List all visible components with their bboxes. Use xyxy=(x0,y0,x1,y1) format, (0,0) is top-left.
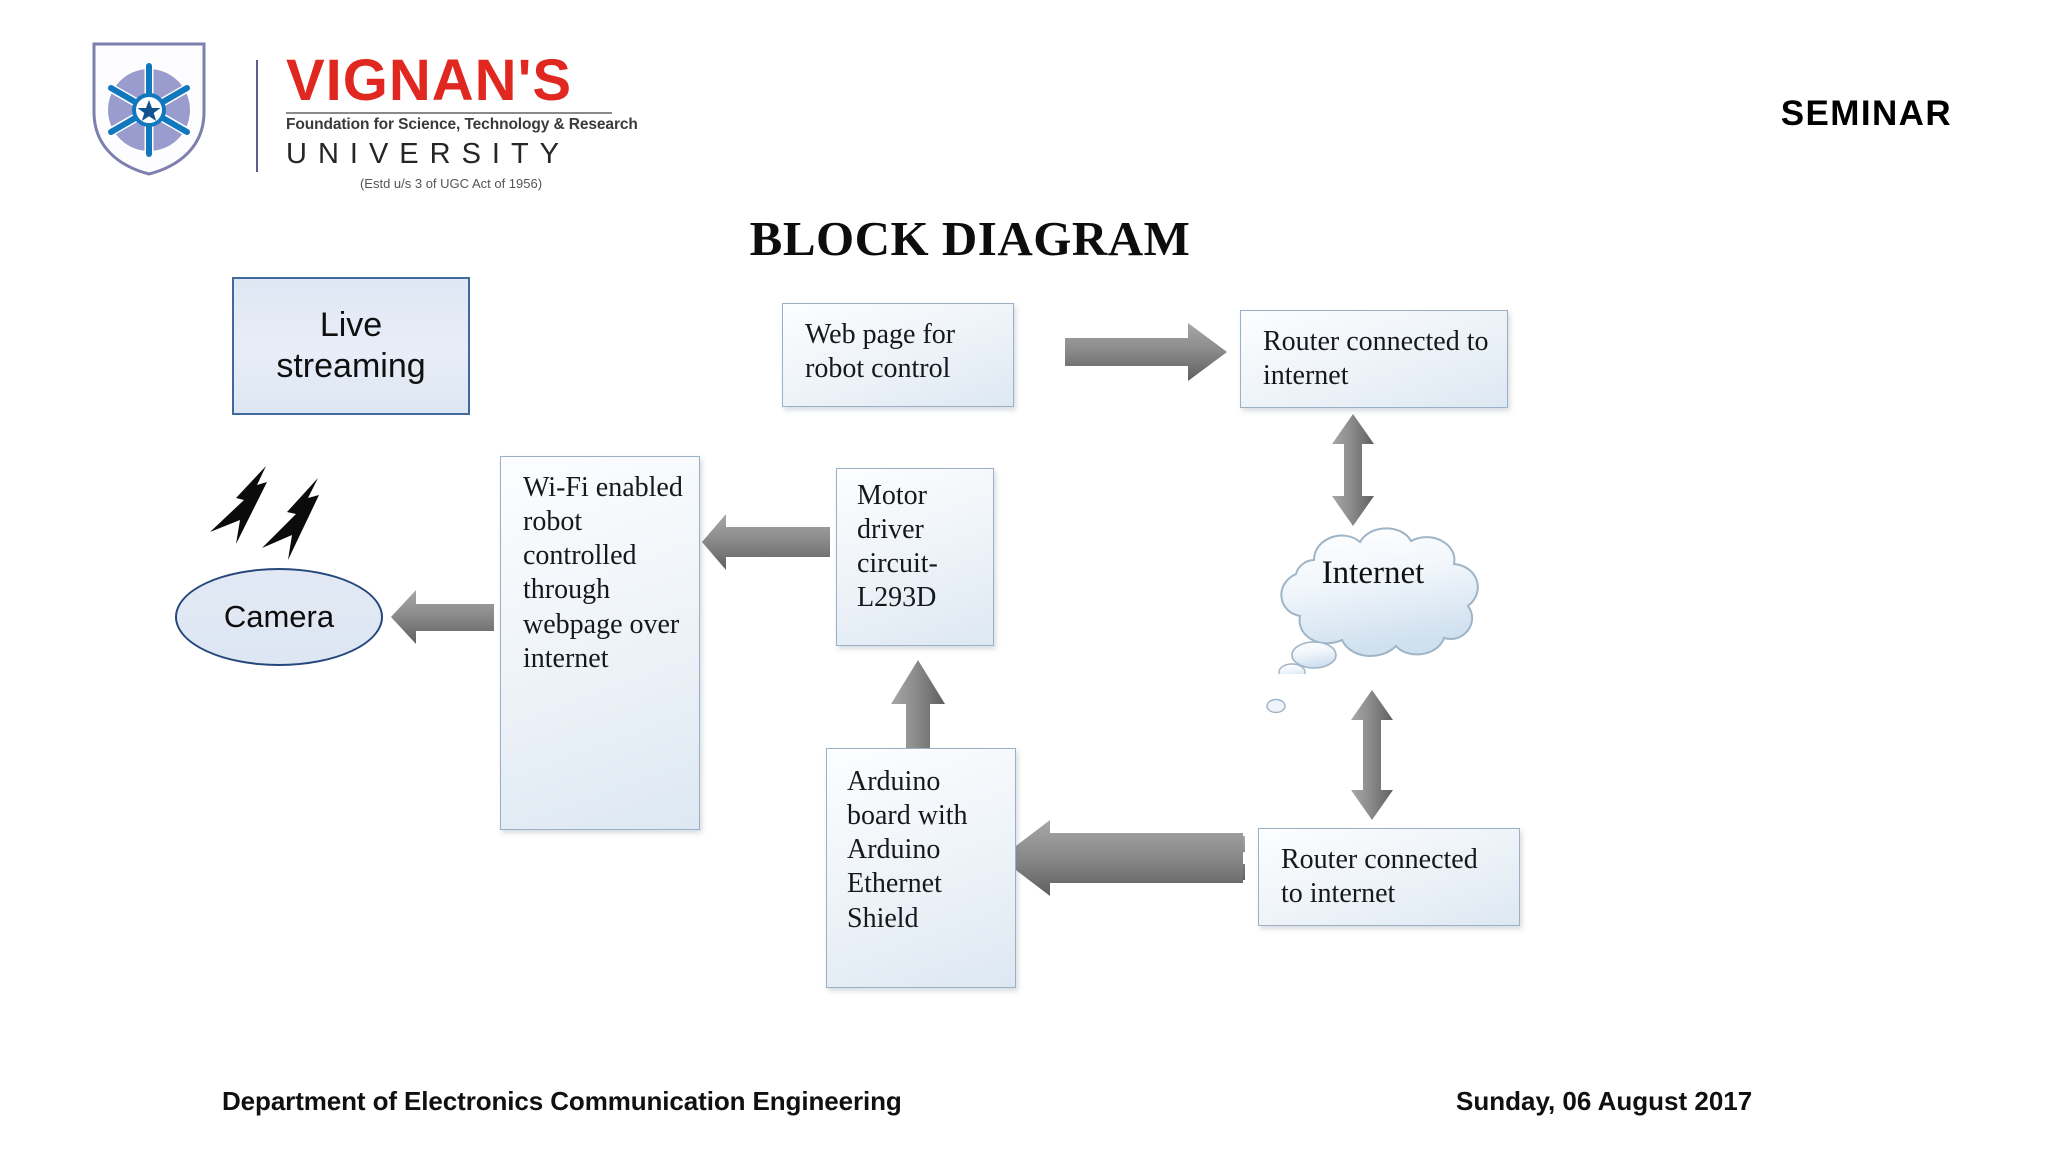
arrow-internet-to-router-bottom xyxy=(1351,690,1393,820)
page-title: BLOCK DIAGRAM xyxy=(749,211,1191,266)
wireless-signal-bolts-icon xyxy=(210,466,319,560)
block-router-bottom[interactable]: Router connected to internet xyxy=(1258,828,1520,926)
logo-tagline: Foundation for Science, Technology & Res… xyxy=(286,116,638,133)
block-live-streaming-label: Live streaming xyxy=(276,305,426,385)
block-router-top-label: Router connected to internet xyxy=(1263,326,1489,392)
logo-rule xyxy=(286,112,612,114)
arrow-router-bottom-to-arduino xyxy=(1000,820,1245,896)
internet-cloud-bubble-small-icon xyxy=(1266,698,1286,714)
university-logo: VIGNAN'S Foundation for Science, Technol… xyxy=(88,38,708,191)
logo-text-block: VIGNAN'S Foundation for Science, Technol… xyxy=(286,52,706,191)
block-arduino[interactable]: Arduino board with Arduino Ethernet Shie… xyxy=(826,748,1016,988)
slide-header: VIGNAN'S Foundation for Science, Technol… xyxy=(0,0,2048,200)
footer-date: Sunday, 06 August 2017 xyxy=(1456,1086,1753,1116)
internet-cloud-icon[interactable] xyxy=(1252,522,1494,674)
block-arduino-label: Arduino board with Arduino Ethernet Shie… xyxy=(847,766,968,934)
block-live-streaming[interactable]: Live streaming xyxy=(232,277,470,415)
block-motor-driver[interactable]: Motor driver circuit-L293D xyxy=(836,468,994,646)
block-motor-driver-label: Motor driver circuit-L293D xyxy=(857,480,938,614)
logo-university-text: UNIVERSITY xyxy=(286,138,571,170)
block-router-top[interactable]: Router connected to internet xyxy=(1240,310,1508,408)
block-camera[interactable]: Camera xyxy=(175,568,383,666)
arrow-router-top-to-internet xyxy=(1332,414,1374,526)
arrow-motor-driver-to-wifi-robot xyxy=(702,514,830,570)
arrow-arduino-to-motor-driver xyxy=(891,660,945,748)
block-router-bottom-label: Router connected to internet xyxy=(1281,844,1478,910)
block-wifi-robot[interactable]: Wi-Fi enabled robot controlled through w… xyxy=(500,456,700,830)
block-camera-label: Camera xyxy=(223,599,335,634)
block-wifi-robot-label: Wi-Fi enabled robot controlled through w… xyxy=(523,472,683,674)
arrow-wifi-robot-to-camera xyxy=(391,590,494,644)
logo-wordmark: VIGNAN'S xyxy=(286,48,573,113)
shield-wheel-star-icon xyxy=(92,42,206,176)
block-web-page-label: Web page for robot control xyxy=(805,319,956,385)
block-web-page[interactable]: Web page for robot control xyxy=(782,303,1014,407)
seminar-label: SEMINAR xyxy=(1780,94,1952,133)
logo-estd-text: (Estd u/s 3 of UGC Act of 1956) xyxy=(359,176,543,191)
footer-department: Department of Electronics Communication … xyxy=(222,1086,902,1116)
arrow-webpage-to-router-top xyxy=(1065,323,1227,381)
logo-divider xyxy=(256,60,258,172)
